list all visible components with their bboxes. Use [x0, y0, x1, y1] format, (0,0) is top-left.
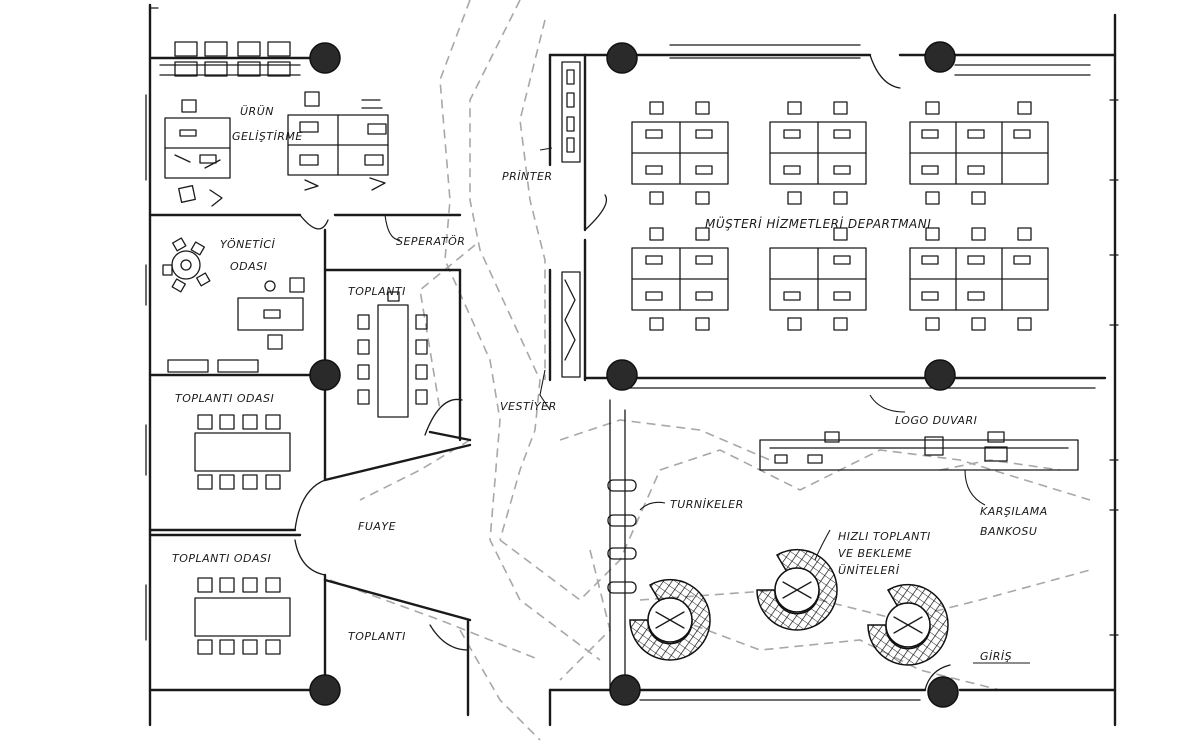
label-yonetici-2: ODASI	[230, 260, 267, 273]
label-seperator: SEPERATÖR	[396, 235, 465, 248]
toplanti-odasi-1-furniture	[194, 414, 291, 490]
label-hizli-1: HIZLI TOPLANTI	[838, 530, 931, 543]
label-musteri-hizmetleri: MÜŞTERİ HİZMETLERİ DEPARTMANI	[705, 215, 931, 231]
label-hizli-3: ÜNİTELERİ	[838, 564, 900, 577]
toplanti-odasi-2-furniture	[194, 577, 291, 655]
label-printer: PRİNTER	[502, 170, 553, 183]
circulation-flow-lines	[329, 0, 1091, 741]
musteri-hizmetleri-desks	[631, 101, 1049, 331]
label-karsilama-2: BANKOSU	[980, 525, 1037, 538]
label-karsilama-1: KARŞILAMA	[980, 505, 1048, 518]
label-logo-duvari: LOGO DUVARI	[895, 414, 977, 427]
walls	[145, 3, 1119, 727]
label-urun-gelistirme-2: GELİŞTİRME	[232, 130, 303, 143]
label-turnikeler: TURNİKELER	[670, 498, 744, 511]
room-labels: ÜRÜN GELİŞTİRME SEPERATÖR YÖNETİCİ ODASI…	[172, 105, 1048, 663]
label-toplanti-odasi-1: TOPLANTI ODASI	[175, 392, 274, 405]
karsilama-bankosu	[759, 431, 1079, 471]
label-urun-gelistirme-1: ÜRÜN	[240, 105, 274, 118]
label-fuaye: FUAYE	[358, 520, 396, 533]
label-hizli-2: VE BEKLEME	[838, 547, 912, 560]
label-toplanti-top: TOPLANTI	[348, 285, 406, 298]
label-vestiyer: VESTİYER	[500, 400, 557, 413]
leader-lines	[384, 147, 1030, 664]
label-toplanti-odasi-2: TOPLANTI ODASI	[172, 552, 271, 565]
label-yonetici-1: YÖNETİCİ	[220, 238, 276, 251]
toplanti-top-furniture	[357, 291, 428, 418]
yonetici-furniture	[162, 237, 305, 373]
structural-columns	[309, 41, 959, 708]
label-giris: GİRİŞ	[980, 650, 1012, 663]
label-toplanti-bottom: TOPLANTI	[348, 630, 406, 643]
turnikeler	[607, 479, 637, 594]
hizli-toplanti-uniteleri	[629, 548, 949, 666]
urun-gelistirme-furniture	[164, 41, 389, 207]
